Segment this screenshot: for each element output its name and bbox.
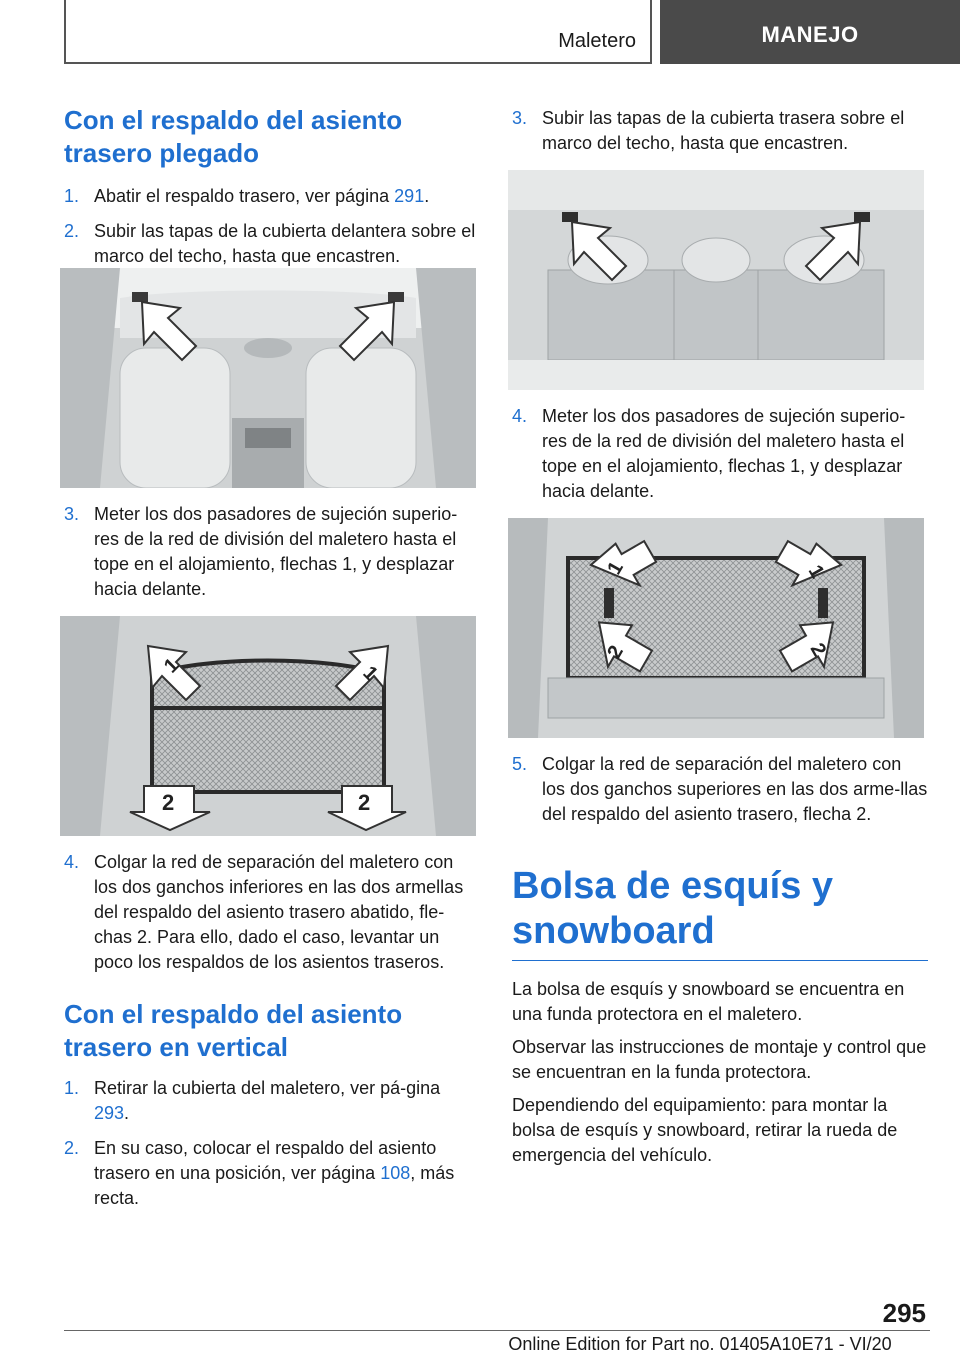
step-text: Meter los dos pasadores de sujeción supe… [542,406,906,501]
paragraph: Observar las instrucciones de montaje y … [512,1037,927,1082]
section-ski-bag: Bolsa de esquís y snowboard La bolsa de … [512,864,928,1168]
step-number: 3. [512,108,528,128]
step-number: 1. [64,186,80,206]
heading-folded-seat: Con el respaldo del asiento trasero pleg… [64,105,403,168]
figure-rear-cover-arrows [508,170,924,390]
step-item: 5. Colgar la red de separación del malet… [512,752,928,827]
page-number: 295 [882,1298,926,1328]
step-number: 5. [512,754,528,774]
step-number: 2. [64,221,80,241]
step-text: Subir las tapas de la cubierta delantera… [94,221,476,266]
step-item: 3. Subir las tapas de la cubierta traser… [512,106,928,156]
left-section-folded: Con el respaldo del asiento trasero pleg… [64,104,480,269]
heading-ski-bag: Bolsa de esquís y snowboard [512,865,834,952]
heading-upright-seat: Con el respaldo del asiento trasero en v… [64,999,403,1062]
step-item: 1. Retirar la cubierta del maletero, ver… [64,1076,480,1126]
step-item: 3. Meter los dos pasadores de sujeción s… [64,502,480,602]
step-text: Colgar la red de separación del maletero… [94,852,464,972]
arrow-label-2-left: 2 [162,790,174,815]
step-item: 4. Meter los dos pasadores de sujeción s… [512,404,928,504]
step-text: Colgar la red de separación del maletero… [542,754,928,824]
right-step-5: 5. Colgar la red de separación del malet… [512,752,928,827]
figure-front-cover-arrows [60,268,476,488]
arrow-label-2-right: 2 [358,790,370,815]
left-step-3: 3. Meter los dos pasadores de sujeción s… [64,502,480,602]
step-text: Meter los dos pasadores de sujeción supe… [94,504,458,599]
step-text-tail: . [124,1103,130,1123]
step-text: Retirar la cubierta del maletero, ver pá… [94,1078,441,1098]
header-frame-left [64,0,66,64]
paragraph: Dependiendo del equipamiento: para monta… [512,1095,898,1165]
footer-edition: Online Edition for Part no. 01405A10E71 … [508,1334,892,1354]
step-number: 4. [512,406,528,426]
step-item: 1. Abatir el respaldo trasero, ver págin… [64,184,480,209]
page-link-291[interactable]: 291 [394,186,425,206]
step-item: 4. Colgar la red de separación del malet… [64,850,480,975]
paragraph: La bolsa de esquís y snowboard se encuen… [512,979,905,1024]
heading-underline [512,960,928,961]
figure-net-upright: 1 1 2 2 [508,518,924,738]
step-number: 2. [64,1138,80,1158]
step-number: 3. [64,504,80,524]
right-step-4: 4. Meter los dos pasadores de sujeción s… [512,404,928,504]
step-text: Subir las tapas de la cubierta trasera s… [542,108,905,153]
header-frame-bottom [64,62,652,64]
step-item: 2. Subir las tapas de la cubierta delant… [64,219,480,269]
header-frame-divider [650,0,652,64]
header-chapter-tab: MANEJO [660,0,960,64]
figure-net-folded: 1 1 2 2 [60,616,476,836]
step-item: 2. En su caso, colocar el respaldo del a… [64,1136,480,1211]
step-number: 1. [64,1078,80,1098]
step-text-tail: . [424,186,430,206]
left-step-4: 4. Colgar la red de separación del malet… [64,850,480,975]
left-section-upright: Con el respaldo del asiento trasero en v… [64,998,480,1211]
footer-rule [64,1330,930,1331]
right-step-3: 3. Subir las tapas de la cubierta traser… [512,106,928,156]
page-link-293[interactable]: 293 [94,1103,125,1123]
step-number: 4. [64,852,80,872]
step-text: En su caso, colocar el respaldo del asie… [94,1138,437,1183]
page-link-108[interactable]: 108 [380,1163,411,1183]
step-text: Abatir el respaldo trasero, ver página [94,186,395,206]
header-section-title: Maletero [558,30,636,52]
step-text-tail: , más recta. [94,1163,455,1208]
